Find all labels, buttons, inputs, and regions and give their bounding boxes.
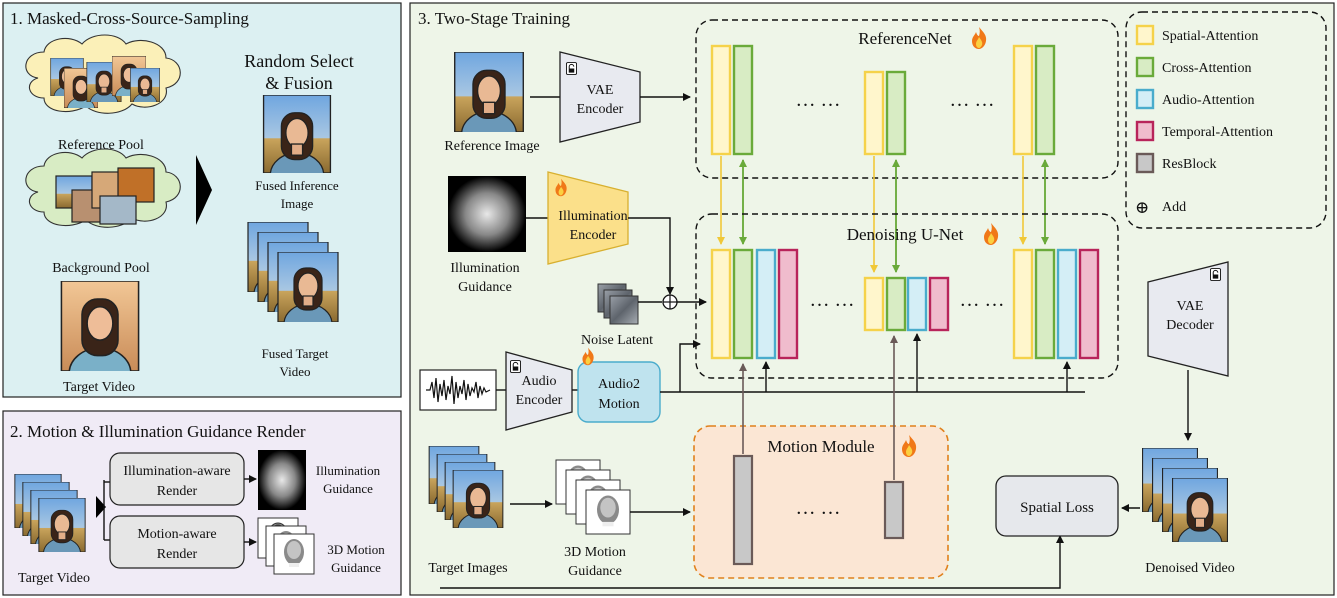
vae-encoder-block xyxy=(559,51,641,143)
noise-latent-stack xyxy=(597,283,639,325)
panel2-title: 2. Motion & Illumination Guidance Render xyxy=(10,422,306,441)
p2-illumination-guidance-label-2: Guidance xyxy=(323,481,373,496)
p3-illumination-guidance-label-1: Illumination xyxy=(450,261,519,276)
resblock-1 xyxy=(732,454,754,566)
panel-guidance-render: 2. Motion & Illumination Guidance Render… xyxy=(2,410,402,596)
legend-swatch-resblock xyxy=(1135,152,1155,174)
legend-label-cross-attention: Cross-Attention xyxy=(1162,61,1251,76)
lock-icon xyxy=(566,62,577,75)
audio2motion-block xyxy=(577,361,661,423)
illumination-encoder-label-2: Encoder xyxy=(570,228,617,243)
illumination-render-label-2: Render xyxy=(157,484,198,499)
p2-motion-guidance-label-1: 3D Motion xyxy=(327,542,385,557)
p3-motion-guidance-stack xyxy=(555,459,631,535)
reference-pool-label: Reference Pool xyxy=(58,138,144,153)
p2-motion-guidance-label-2: Guidance xyxy=(331,560,381,575)
noise-latent-label: Noise Latent xyxy=(581,333,653,348)
p2-illumination-guidance-label-1: Illumination xyxy=(316,463,381,478)
motion-guidance-stack xyxy=(257,517,315,575)
target-images-label: Target Images xyxy=(428,561,507,576)
background-pool-label: Background Pool xyxy=(52,261,150,276)
vae-decoder-label-1: VAE xyxy=(1177,299,1204,314)
panel-two-stage-training: 3. Two-Stage Training Reference Image VA… xyxy=(409,2,1335,596)
legend-label-audio-attention: Audio-Attention xyxy=(1162,93,1255,108)
referencenet-label: ReferenceNet xyxy=(858,29,952,48)
legend-label-temporal-attention: Temporal-Attention xyxy=(1162,125,1273,140)
lock-icon xyxy=(510,360,521,373)
audio-waveform-icon xyxy=(419,369,497,411)
reference-image-label: Reference Image xyxy=(444,139,539,154)
audio-encoder-label-2: Encoder xyxy=(516,393,563,408)
legend-add-label: Add xyxy=(1162,200,1186,215)
lock-icon xyxy=(1210,268,1221,281)
referencenet-ellipsis-2: … … xyxy=(950,89,995,111)
panel2-target-video-label: Target Video xyxy=(18,571,90,586)
legend: Spatial-AttentionCross-AttentionAudio-At… xyxy=(1125,11,1327,229)
legend-swatch-spatial-attention xyxy=(1135,24,1155,46)
illumination-guidance-image xyxy=(258,450,306,510)
legend-swatch-cross-attention xyxy=(1135,56,1155,78)
motion-module-ellipsis: … … xyxy=(796,497,841,519)
referencenet-box xyxy=(695,19,1119,179)
random-select-label: Random Select xyxy=(244,51,353,71)
fused-inference-label-1: Fused Inference xyxy=(255,178,339,193)
denoised-video-label: Denoised Video xyxy=(1145,561,1235,576)
legend-label-resblock: ResBlock xyxy=(1162,157,1216,172)
legend-add-symbol: ⊕ xyxy=(1135,198,1149,217)
panel2-arrow-right xyxy=(96,496,106,518)
legend-label-spatial-attention: Spatial-Attention xyxy=(1162,29,1258,44)
unet-layers xyxy=(710,248,1100,360)
illumination-encoder-label-1: Illumination xyxy=(558,209,627,224)
panel1-title: 1. Masked-Cross-Source-Sampling xyxy=(10,9,249,28)
fused-inference-label-2: Image xyxy=(281,196,314,211)
vae-decoder-label-2: Decoder xyxy=(1166,318,1214,333)
illumination-render-label-1: Illumination-aware xyxy=(123,464,230,479)
legend-swatch-temporal-attention xyxy=(1135,120,1155,142)
p3-illumination-guidance-image xyxy=(448,176,526,252)
p3-motion-guidance-label-1: 3D Motion xyxy=(564,545,626,560)
fused-target-label-1: Fused Target xyxy=(262,346,329,361)
vae-encoder-label-2: Encoder xyxy=(577,102,624,117)
vae-decoder-block xyxy=(1147,261,1229,377)
background-pool-cloud xyxy=(25,148,181,228)
motion-module-box xyxy=(693,425,949,579)
legend-swatch-audio-attention xyxy=(1135,88,1155,110)
reference-pool-cloud xyxy=(25,34,181,114)
vae-encoder-label-1: VAE xyxy=(587,83,614,98)
unet-ellipsis-1: … … xyxy=(810,289,855,311)
spatial-loss-label: Spatial Loss xyxy=(1020,500,1094,516)
illumination-encoder-block xyxy=(547,171,629,265)
motion-render-label-1: Motion-aware xyxy=(137,527,216,542)
resblock-2 xyxy=(883,480,905,540)
audio2motion-label-2: Motion xyxy=(598,397,639,412)
denoising-unet-label: Denoising U-Net xyxy=(847,225,964,244)
panel-masked-cross-source-sampling: 1. Masked-Cross-Source-Sampling Referenc… xyxy=(2,2,402,398)
p3-illumination-guidance-label-2: Guidance xyxy=(458,280,512,295)
audio2motion-label-1: Audio2 xyxy=(598,377,640,392)
big-arrow-right xyxy=(196,155,212,225)
p3-motion-guidance-label-2: Guidance xyxy=(568,564,622,579)
fusion-label: & Fusion xyxy=(265,73,333,93)
fused-target-label-2: Video xyxy=(280,364,311,379)
denoising-unet-box xyxy=(695,213,1119,379)
panel3-title: 3. Two-Stage Training xyxy=(418,9,570,28)
referencenet-layers xyxy=(710,44,1056,156)
target-video-label: Target Video xyxy=(63,380,135,395)
referencenet-ellipsis-1: … … xyxy=(796,89,841,111)
audio-encoder-block xyxy=(505,351,573,431)
motion-render-label-2: Render xyxy=(157,547,198,562)
audio-encoder-label-1: Audio xyxy=(522,374,557,389)
unet-ellipsis-2: … … xyxy=(960,289,1005,311)
motion-module-label: Motion Module xyxy=(767,437,874,456)
spatial-loss-box xyxy=(995,475,1119,537)
